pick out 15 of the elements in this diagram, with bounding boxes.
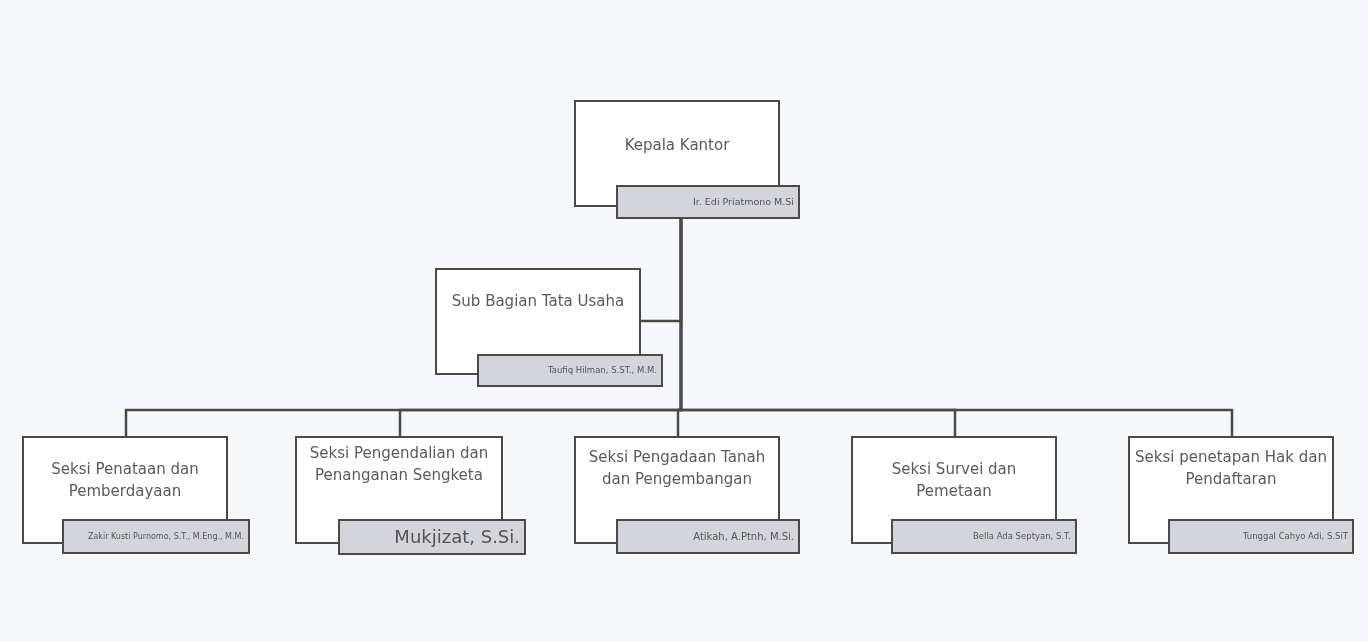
name-plate: Ir. Edi Priatmono M.Si [616, 185, 800, 219]
position-title: Sub Bagian Tata Usaha [451, 291, 625, 312]
position-title: Seksi Pengadaan Tanah dan Pengembangan [587, 447, 767, 490]
name-plate: Taufiq Hilman, S.ST., M.M. [477, 354, 663, 387]
connector-line [679, 219, 1234, 436]
position-title: Seksi penetapan Hak dan Pendaftaran [1134, 447, 1328, 490]
position-title: Kepala Kantor [624, 135, 730, 156]
name-plate: Bella Ada Septyan, S.T. [891, 519, 1077, 554]
position-title: Seksi Pengendalian dan Penanganan Sengketa [308, 443, 490, 486]
position-title: Seksi Survei dan Pemetaan [890, 459, 1018, 502]
position-title: Seksi Penataan dan Pemberdayaan [50, 459, 200, 502]
name-plate: Mukjizat, S.Si. [338, 519, 526, 555]
name-plate: Atikah, A.Ptnh, M.Si. [616, 519, 800, 554]
name-plate: Zakir Kusti Purnomo, S.T., M.Eng., M.M. [62, 519, 250, 554]
name-plate: Tunggal Cahyo Adi, S.SiT [1168, 519, 1354, 554]
